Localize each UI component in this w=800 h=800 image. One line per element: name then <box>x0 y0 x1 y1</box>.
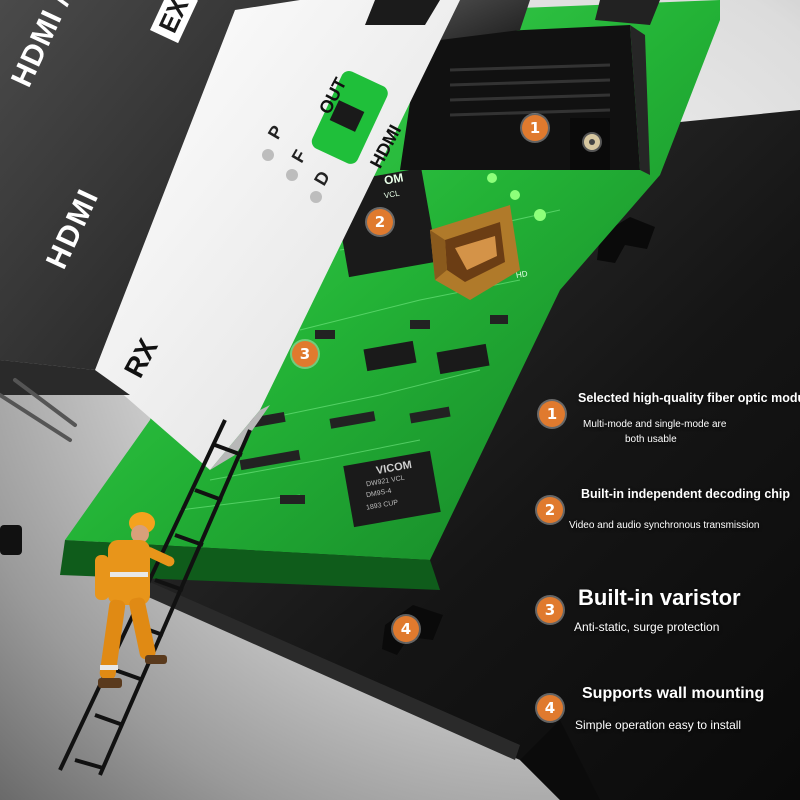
feature-1-title: Selected high-quality fiber optic module… <box>578 391 800 405</box>
worker-figure <box>95 512 175 688</box>
feature-3-number: 3 <box>537 597 563 623</box>
cable <box>0 690 60 760</box>
rx-end-panel <box>95 0 460 470</box>
callout-2: 2 <box>367 209 393 235</box>
callout-4: 4 <box>393 616 419 642</box>
callout-3: 3 <box>292 341 318 367</box>
housing-top-right <box>595 0 660 25</box>
housing-top <box>440 0 530 40</box>
feature-2-title: Built-in independent decoding chip <box>581 487 791 501</box>
fiber-module <box>400 25 650 175</box>
feature-1-subtitle-line2: both usable <box>625 434 677 445</box>
feature-4-title: Supports wall mounting <box>582 685 765 702</box>
feature-1-subtitle-line1: Multi-mode and single-mode are <box>583 419 727 430</box>
feature-4-number: 4 <box>537 695 563 721</box>
feature-3-title: Built-in varistor <box>578 585 741 610</box>
feature-2-number: 2 <box>537 497 563 523</box>
feature-3-subtitle: Anti-static, surge protection <box>574 620 720 634</box>
feature-1-number: 1 <box>539 401 565 427</box>
hdmi-connector <box>430 205 520 300</box>
callout-1: 1 <box>522 115 548 141</box>
feature-4-subtitle: Simple operation easy to install <box>575 718 742 732</box>
rx-housing <box>0 0 300 442</box>
feature-2-subtitle: Video and audio synchronous transmission <box>569 520 760 531</box>
